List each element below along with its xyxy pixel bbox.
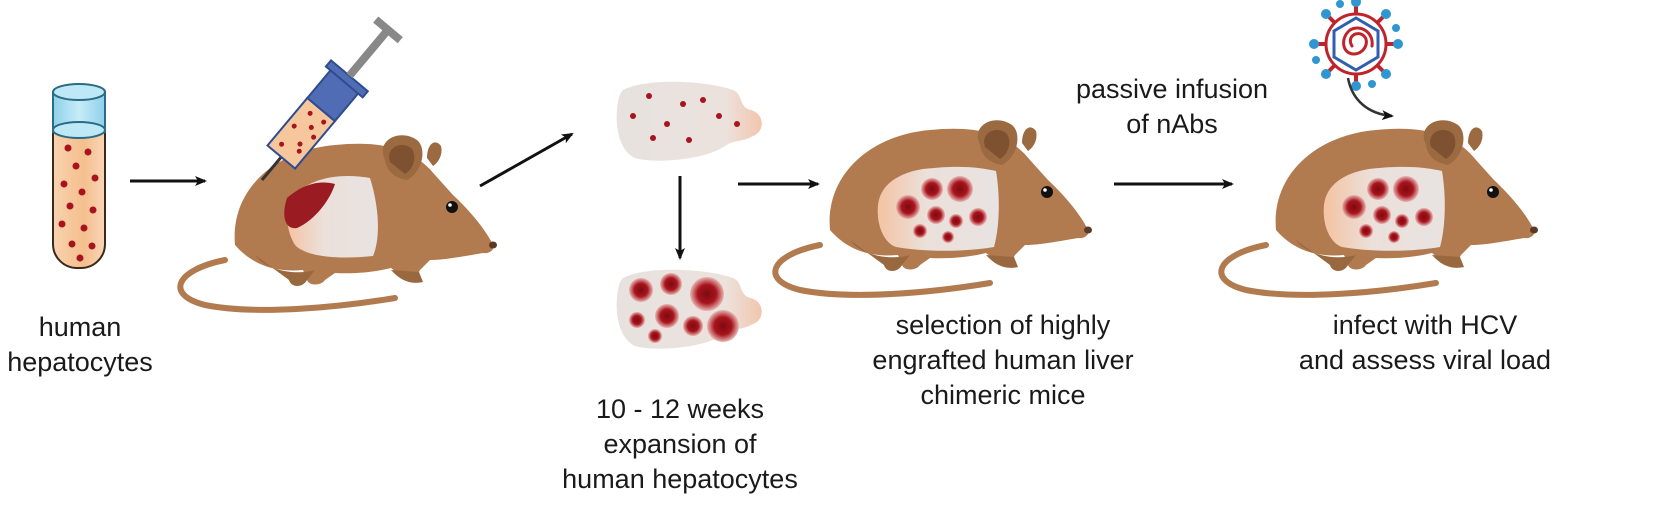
hcv-virus-icon [1309,0,1403,91]
liver-icon [616,81,762,161]
label-passive-infusion: passive infusion of nAbs [1042,72,1302,142]
label-line: and assess viral load [1298,345,1552,375]
liver-icon [616,269,762,349]
label-line: 10 - 12 weeks [595,394,765,424]
label-line: human [38,312,122,342]
label-infect-hcv: infect with HCV and assess viral load [1275,308,1575,378]
mouse-icon [775,120,1092,295]
test-tube-icon [52,83,106,269]
mouse-icon [180,135,497,310]
label-selection: selection of highly engrafted human live… [848,308,1158,413]
label-line: infect with HCV [1332,310,1518,340]
label-expansion: 10 - 12 weeks expansion of human hepatoc… [530,392,830,497]
label-line: chimeric mice [920,380,1086,410]
label-line: expansion of [603,429,757,459]
label-line: human hepatocytes [562,464,798,494]
label-human-hepatocytes: human hepatocytes [0,310,170,380]
label-line: hepatocytes [7,347,153,377]
arrow-icon [1346,77,1394,121]
label-line: of nAbs [1126,109,1218,139]
mouse-icon [1221,120,1538,295]
syringe-icon [260,16,403,181]
label-line: passive infusion [1075,74,1269,104]
label-line: engrafted human liver [872,345,1134,375]
arrow-icon [479,132,574,188]
label-line: selection of highly [895,310,1111,340]
